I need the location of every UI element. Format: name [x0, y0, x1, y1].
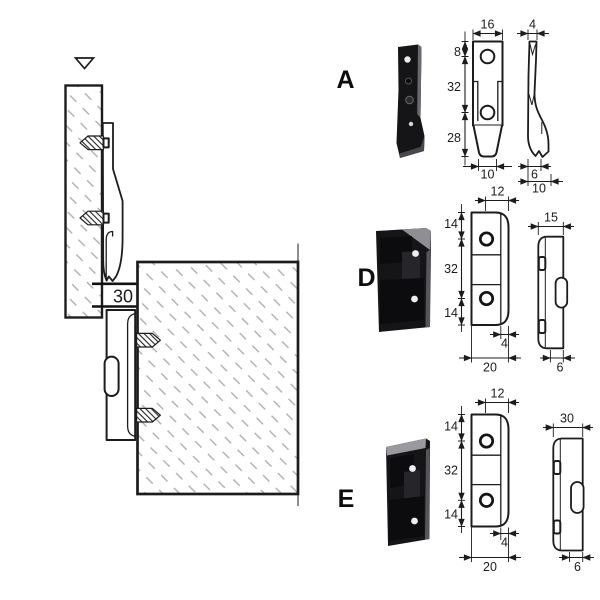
screw: [79, 135, 110, 151]
dim-e-height-middle: 32: [444, 464, 458, 478]
dim-e-side-bottom-width: 6: [574, 560, 581, 574]
dim-d-side-top-width: 15: [544, 211, 558, 225]
dim-e-height-top: 14: [444, 420, 458, 434]
fitting-a-hook-inner: [105, 230, 114, 280]
fitting-e-photo: [386, 438, 430, 546]
fitting-a-side-view: 4 6 10: [517, 18, 563, 196]
dimension-30: 30: [92, 282, 160, 308]
dim-d-front-top-width: 12: [491, 185, 505, 199]
dim-d-front-bottom-width: 20: [483, 361, 497, 375]
fitting-d-side-view: 15 6: [528, 211, 575, 375]
large-panel: [136, 260, 300, 496]
section-label-a: A: [336, 66, 354, 94]
dim-e-flange-depth: 4: [501, 536, 508, 550]
assembly-drawing: 30: [64, 57, 300, 506]
dim-a-front-bottom-width: 10: [481, 168, 495, 182]
screw: [136, 407, 161, 423]
dim-e-front-top-width: 12: [491, 387, 505, 401]
dim-d-flange-depth: 4: [501, 337, 508, 351]
fitting-d-profile-inner: [126, 312, 136, 438]
section-label-e: E: [338, 485, 355, 513]
left-panel: [64, 84, 104, 319]
dim-d-side-bottom-width: 6: [557, 361, 564, 375]
fitting-e-side-view: 30 6: [543, 412, 594, 574]
fitting-a-profile: [101, 122, 124, 282]
dim-d-height-bottom: 14: [444, 306, 458, 320]
fitting-d-slot: [103, 355, 120, 398]
fitting-d-photo: [376, 228, 431, 332]
screw: [79, 210, 110, 226]
section-e: E 12: [338, 387, 594, 574]
dim-a-height-middle: 32: [447, 80, 461, 94]
dim-d-height-middle: 32: [444, 262, 458, 276]
dim-e-height-bottom: 14: [444, 508, 458, 522]
section-d: D 12: [357, 185, 575, 375]
fitting-a-front-view: 16 8 32 28 10: [447, 18, 512, 182]
overlap-dimension-label: 30: [113, 287, 133, 307]
dim-a-side-bottom-outer: 10: [532, 182, 546, 196]
dim-a-height-bottom: 28: [447, 131, 461, 145]
dim-a-front-top-width: 16: [481, 18, 495, 32]
screw: [136, 332, 161, 348]
fitting-d-front-view: 12 14 32 14 4 20: [444, 185, 521, 375]
dim-e-front-bottom-width: 20: [483, 560, 497, 574]
section-a: A 16 8: [336, 18, 563, 196]
fitting-a-photo: [396, 44, 425, 158]
dim-e-side-top-width: 30: [560, 412, 574, 426]
section-label-d: D: [357, 264, 375, 292]
dim-a-side-top-width: 4: [529, 18, 536, 32]
dim-d-height-top: 14: [444, 217, 458, 231]
dim-a-side-bottom-inner: 6: [531, 168, 538, 182]
dim-a-height-top: 8: [454, 45, 461, 59]
fitting-e-front-view: 12 14 32 14 4 20: [444, 387, 521, 574]
datum-triangle-icon: [73, 57, 96, 70]
